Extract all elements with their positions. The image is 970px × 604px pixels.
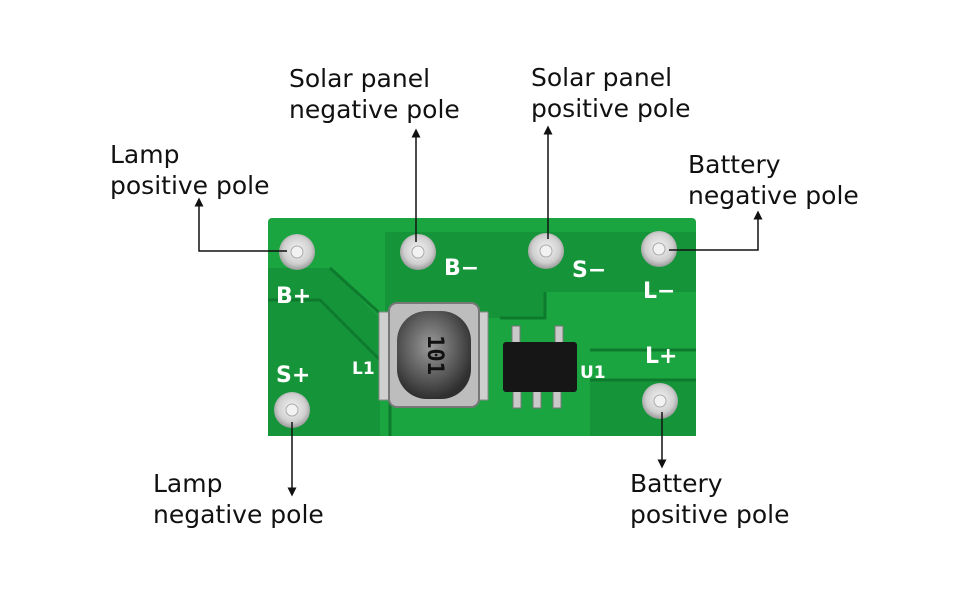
arrow-battery-negative	[669, 210, 763, 251]
label-lamp-negative-line2: negative pole	[153, 500, 324, 529]
trace-right	[590, 380, 696, 436]
label-solar-negative-line2: negative pole	[289, 95, 460, 124]
label-battery-positive: Battery positive pole	[630, 468, 790, 530]
arrow-lamp-positive	[194, 197, 287, 252]
chip-u1	[503, 325, 577, 409]
silk-l1: L1	[352, 359, 375, 379]
silk-l-minus: L−	[643, 279, 675, 304]
trace-top	[385, 232, 696, 318]
label-battery-positive-line1: Battery	[630, 469, 723, 498]
silkscreen: B+ S+ B− S− L− L+ L1 U1	[276, 256, 677, 388]
label-solar-positive-line2: positive pole	[531, 94, 691, 123]
label-solar-positive: Solar panel positive pole	[531, 62, 691, 124]
silk-s-minus: S−	[572, 258, 606, 283]
silk-b-plus: B+	[276, 284, 311, 309]
label-battery-negative: Battery negative pole	[688, 149, 859, 211]
pads	[274, 231, 678, 428]
silk-l-plus: L+	[645, 344, 677, 369]
label-battery-positive-line2: positive pole	[630, 500, 790, 529]
label-lamp-positive-line2: positive pole	[110, 171, 270, 200]
label-solar-negative-line1: Solar panel	[289, 64, 431, 93]
silk-s-plus: S+	[276, 363, 310, 388]
label-solar-negative: Solar panel negative pole	[289, 63, 460, 125]
leader-lines	[194, 125, 763, 497]
label-battery-negative-line2: negative pole	[688, 181, 859, 210]
label-solar-positive-line1: Solar panel	[531, 63, 673, 92]
label-lamp-positive-line1: Lamp	[110, 140, 180, 169]
inductor-l1: 101	[378, 302, 489, 408]
label-lamp-positive: Lamp positive pole	[110, 139, 270, 201]
silk-b-minus: B−	[444, 256, 479, 281]
silk-u1: U1	[580, 363, 606, 383]
inductor-marking: 101	[422, 335, 447, 375]
label-lamp-negative-line1: Lamp	[153, 469, 223, 498]
label-lamp-negative: Lamp negative pole	[153, 468, 324, 530]
label-battery-negative-line1: Battery	[688, 150, 781, 179]
